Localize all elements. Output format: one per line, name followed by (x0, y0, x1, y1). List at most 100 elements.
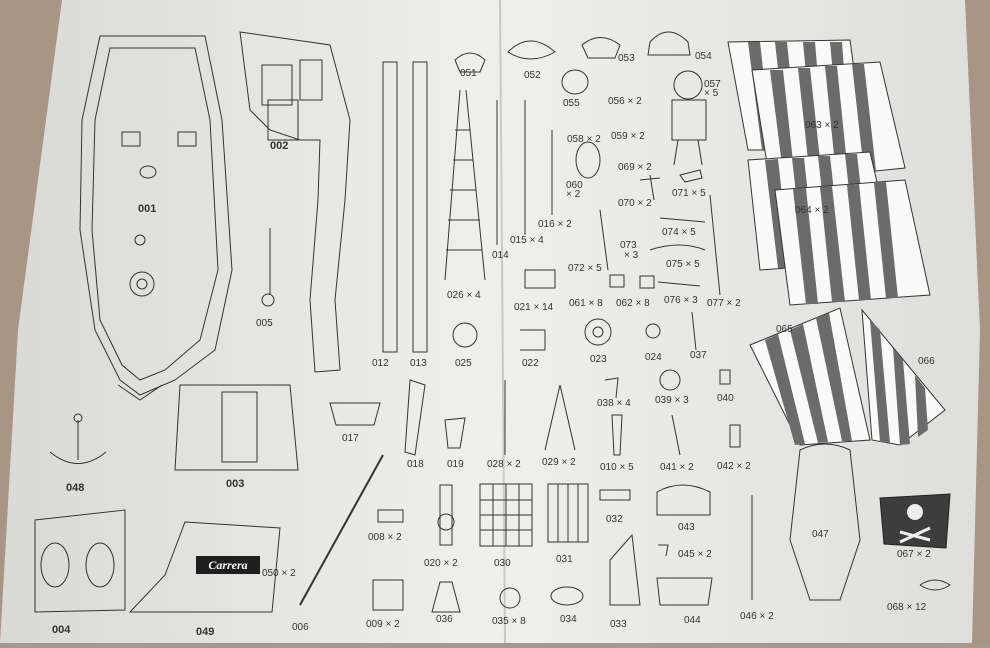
part-label-030: 030 (494, 558, 511, 569)
part-037 (691, 311, 697, 351)
deck-049 (128, 521, 281, 613)
carrera-logo-text: Carrera (208, 558, 247, 572)
ladder-026 (444, 89, 486, 281)
part-label-051: 051 (460, 68, 477, 79)
part-label-041: 041 × 2 (660, 462, 694, 473)
boat-047 (789, 443, 861, 601)
part-061 (609, 274, 625, 288)
part-022 (520, 329, 546, 351)
part-label-071: 071 × 5 (672, 188, 706, 199)
stern-002 (239, 31, 351, 373)
hat-051 (454, 52, 486, 73)
part-label-003: 003 (226, 478, 245, 490)
stern-panel-004 (34, 509, 126, 613)
part-008 (377, 509, 404, 523)
part-label-016: 016 × 2 (538, 219, 572, 230)
part-label-035: 035 × 8 (492, 616, 526, 627)
cannon-020 (437, 484, 455, 546)
part-label-064: 064 × 2 (795, 205, 829, 216)
part-label-070: 070 × 2 (618, 198, 652, 209)
ring-034 (550, 586, 584, 606)
part-062 (639, 275, 655, 289)
part-label-076: 076 × 3 (664, 295, 698, 306)
part-label-010: 010 × 5 (600, 462, 634, 473)
part-label-052: 052 (524, 70, 541, 81)
rope-068 (919, 579, 951, 591)
bowsprit-006 (299, 454, 384, 606)
part-label-053: 053 (618, 53, 635, 64)
part-041 (671, 414, 681, 456)
part-label-062: 062 × 8 (616, 298, 650, 309)
stand-033 (609, 533, 641, 606)
rail-018 (404, 379, 426, 456)
part-label-038: 038 × 4 (597, 398, 631, 409)
part-label-055: 055 (563, 98, 580, 109)
barrel-044 (656, 577, 713, 606)
mirror-060 (575, 141, 601, 179)
hull-001 (79, 35, 233, 401)
part-036 (431, 581, 461, 613)
part-label-013: 013 (410, 358, 427, 369)
hat-053 (581, 37, 621, 59)
part-038 (604, 377, 619, 399)
tool-070 (639, 174, 661, 201)
part-label-068: 068 × 12 (887, 602, 927, 613)
part-label-026: 026 × 4 (447, 290, 481, 301)
grating-030 (479, 483, 533, 547)
part-label-067: 067 × 2 (897, 549, 931, 560)
part-label-001: 001 (138, 203, 157, 215)
part-label-012: 012 (372, 358, 389, 369)
part-label-066: 066 (918, 356, 935, 367)
part-label-021: 021 × 14 (514, 302, 554, 313)
anchor-048 (49, 413, 107, 464)
part-039 (659, 369, 681, 391)
musket-072 (599, 209, 609, 271)
part-label-033: 033 (610, 619, 627, 630)
hat-054 (647, 31, 691, 56)
part-label-018: 018 (407, 459, 424, 470)
part-label-045: 045 × 2 (678, 549, 712, 560)
part-label-019: 019 (447, 459, 464, 470)
part-045 (658, 544, 669, 557)
cabin-003 (174, 384, 299, 471)
railing-021 (524, 269, 556, 289)
wheel-035 (499, 587, 521, 609)
sail-064-front (774, 179, 931, 306)
part-label-048: 048 (66, 482, 85, 494)
part-label-072: 072 × 5 (568, 263, 602, 274)
sword-074 (659, 217, 706, 223)
a-frame-029 (544, 384, 576, 451)
chest-043 (656, 484, 711, 516)
part-label-015: 015 × 4 (510, 235, 544, 246)
part-label-005: 005 (256, 318, 273, 329)
part-label-032: 032 (606, 514, 623, 525)
part-label-008: 008 × 2 (368, 532, 402, 543)
helmet-055 (561, 69, 589, 95)
part-label-057x: × 5 (704, 88, 719, 99)
part-label-022: 022 (522, 358, 539, 369)
basket-017 (329, 402, 381, 426)
part-label-040: 040 (717, 393, 734, 404)
part-label-017: 017 (342, 433, 359, 444)
lantern-040 (719, 369, 731, 385)
sail-066 (861, 308, 946, 446)
bracket-019 (444, 417, 466, 449)
mast-013 (412, 61, 428, 353)
part-label-034: 034 (560, 614, 577, 625)
part-label-060x: × 2 (566, 189, 581, 200)
sail-065 (749, 307, 871, 446)
hat-052 (507, 40, 556, 60)
part-label-031: 031 (556, 554, 573, 565)
part-label-006: 006 (292, 622, 309, 633)
ships-wheel-023 (584, 318, 612, 346)
part-label-077: 077 × 2 (707, 298, 741, 309)
part-label-069: 069 × 2 (618, 162, 652, 173)
part-label-049: 049 (196, 626, 215, 638)
carriage-009 (372, 579, 404, 611)
part-label-061: 061 × 8 (569, 298, 603, 309)
part-label-073x: × 3 (624, 250, 639, 261)
part-label-044: 044 (684, 615, 701, 626)
